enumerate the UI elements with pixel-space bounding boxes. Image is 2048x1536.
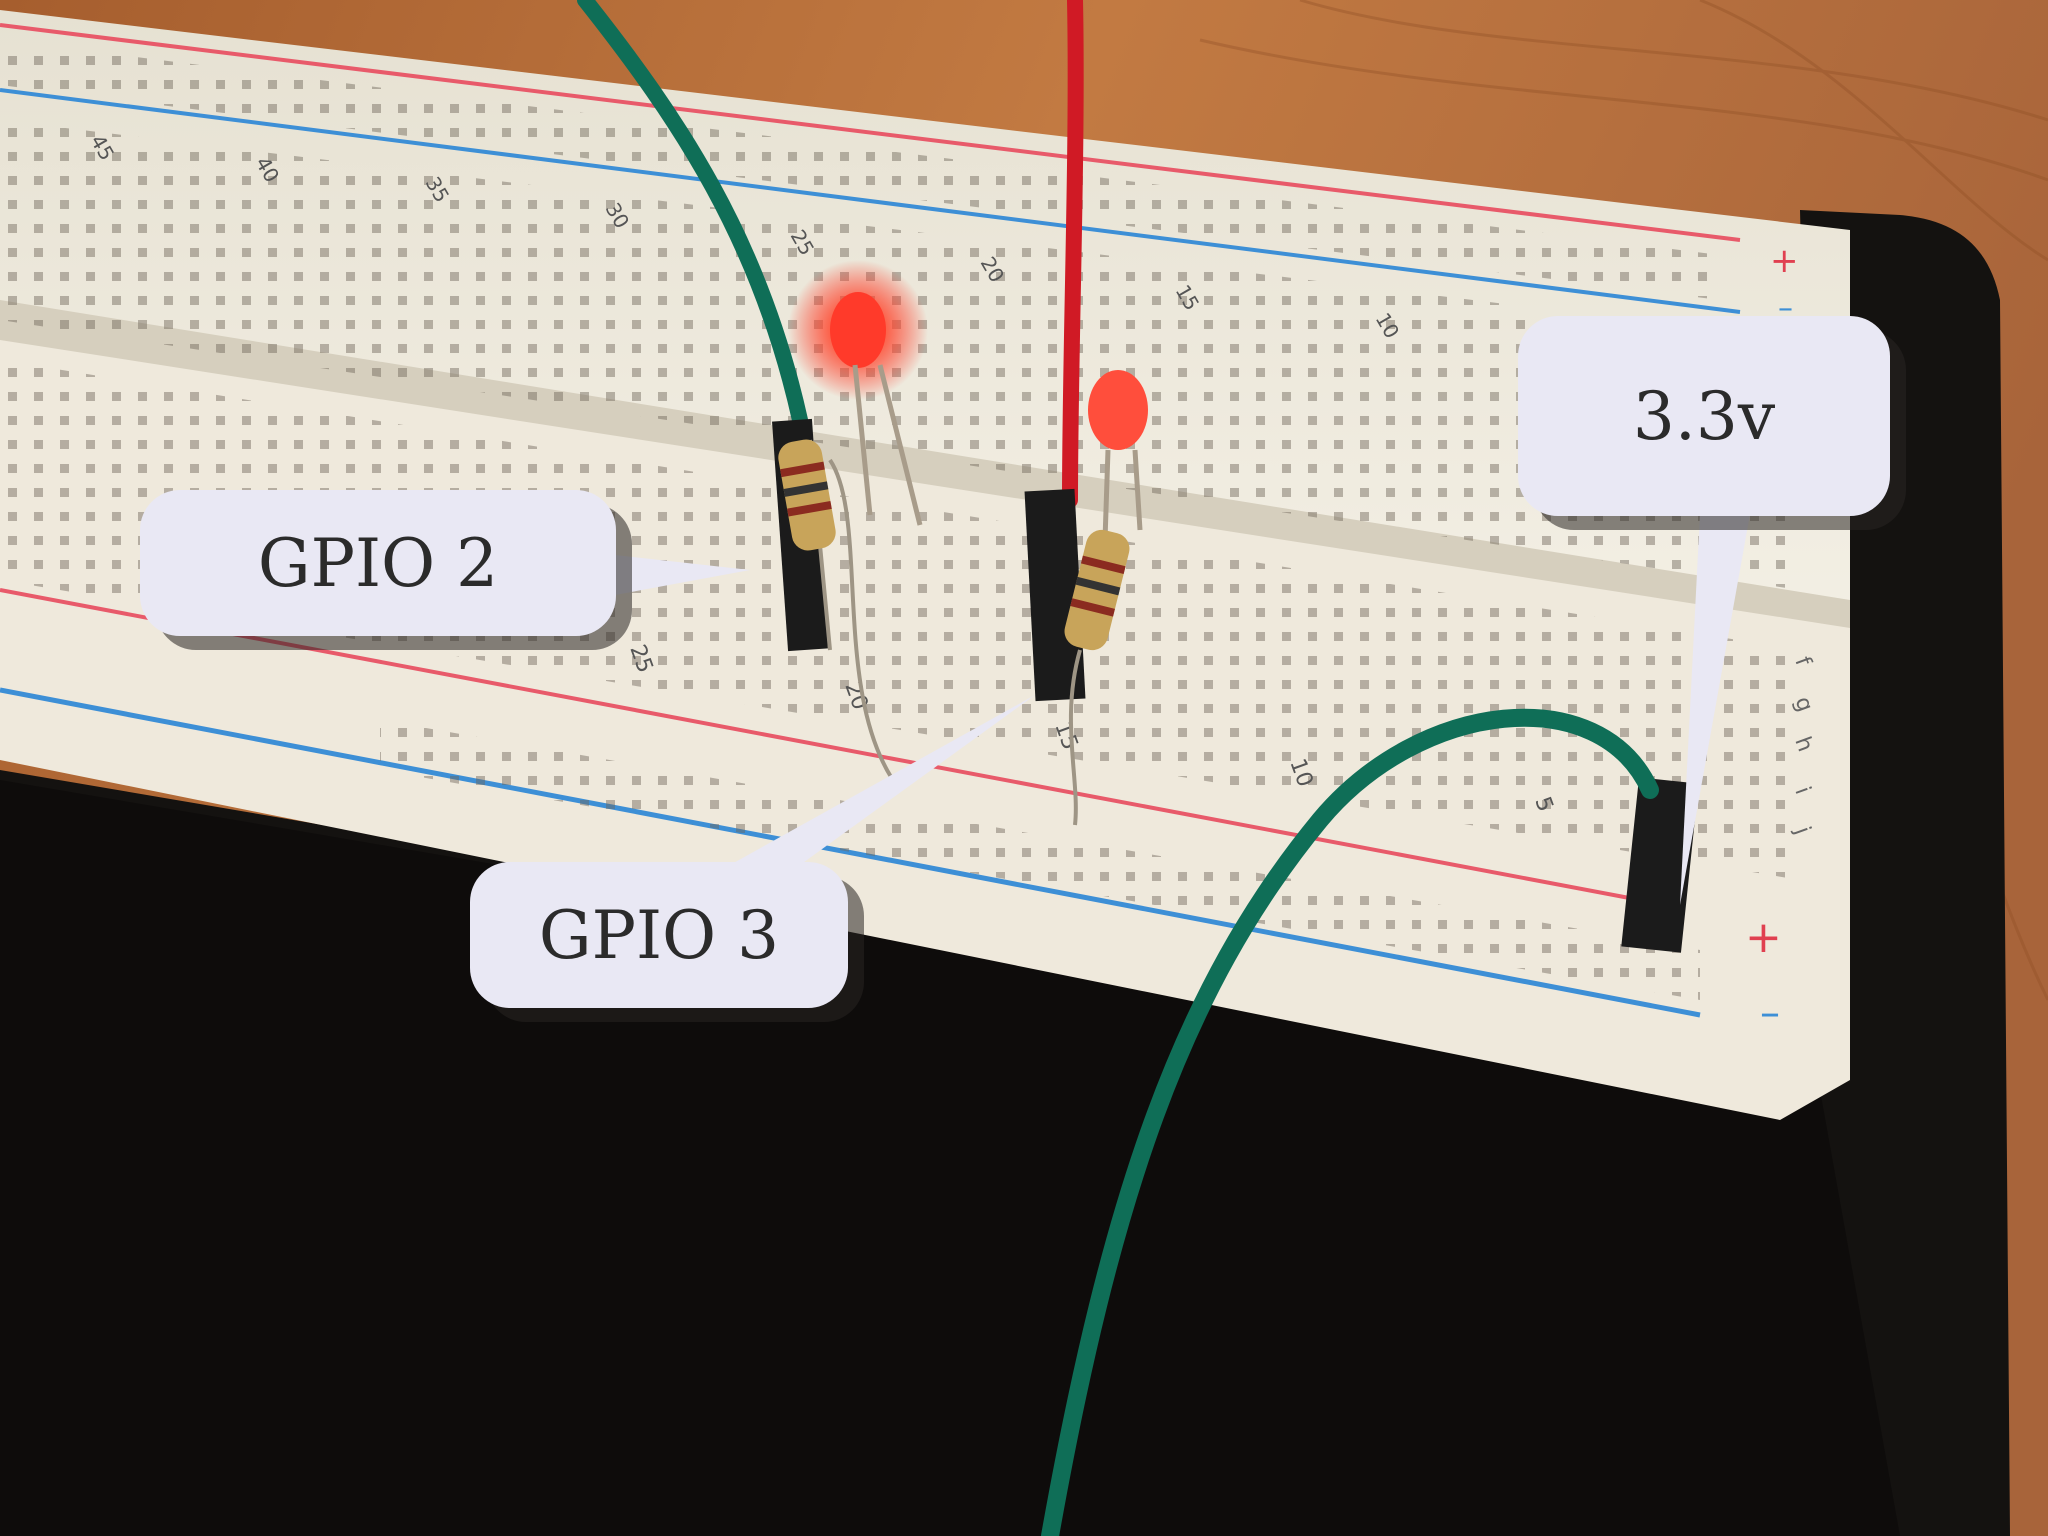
v33-pointer: [1680, 514, 1750, 905]
callout-3v3-label: 3.3v: [1632, 377, 1776, 455]
rail-plus-bottom: +: [1745, 912, 1782, 963]
callout-3v3: 3.3v: [1518, 316, 1890, 516]
callout-gpio2-label: GPIO 2: [257, 524, 499, 602]
green-wire-top: [577, 0, 808, 428]
v33-header: [1621, 777, 1699, 953]
green-wire-bottom: [1041, 708, 1659, 1536]
callout-gpio3-label: GPIO 3: [538, 896, 780, 974]
gpio3-header: [1024, 488, 1086, 702]
gpio3-pointer: [730, 695, 1035, 865]
resistor-1: [778, 439, 902, 792]
led-dim: [1088, 370, 1148, 450]
gpio2-pointer: [615, 555, 750, 595]
red-wire: [1062, 0, 1084, 508]
resistor-2: [1064, 529, 1130, 826]
callout-gpio3: GPIO 3: [470, 862, 848, 1008]
led-lit: [830, 292, 886, 368]
callout-gpio2: GPIO 2: [140, 490, 616, 636]
rail-plus-top: +: [1770, 241, 1799, 281]
rail-minus-bottom: –: [1760, 990, 1780, 1036]
